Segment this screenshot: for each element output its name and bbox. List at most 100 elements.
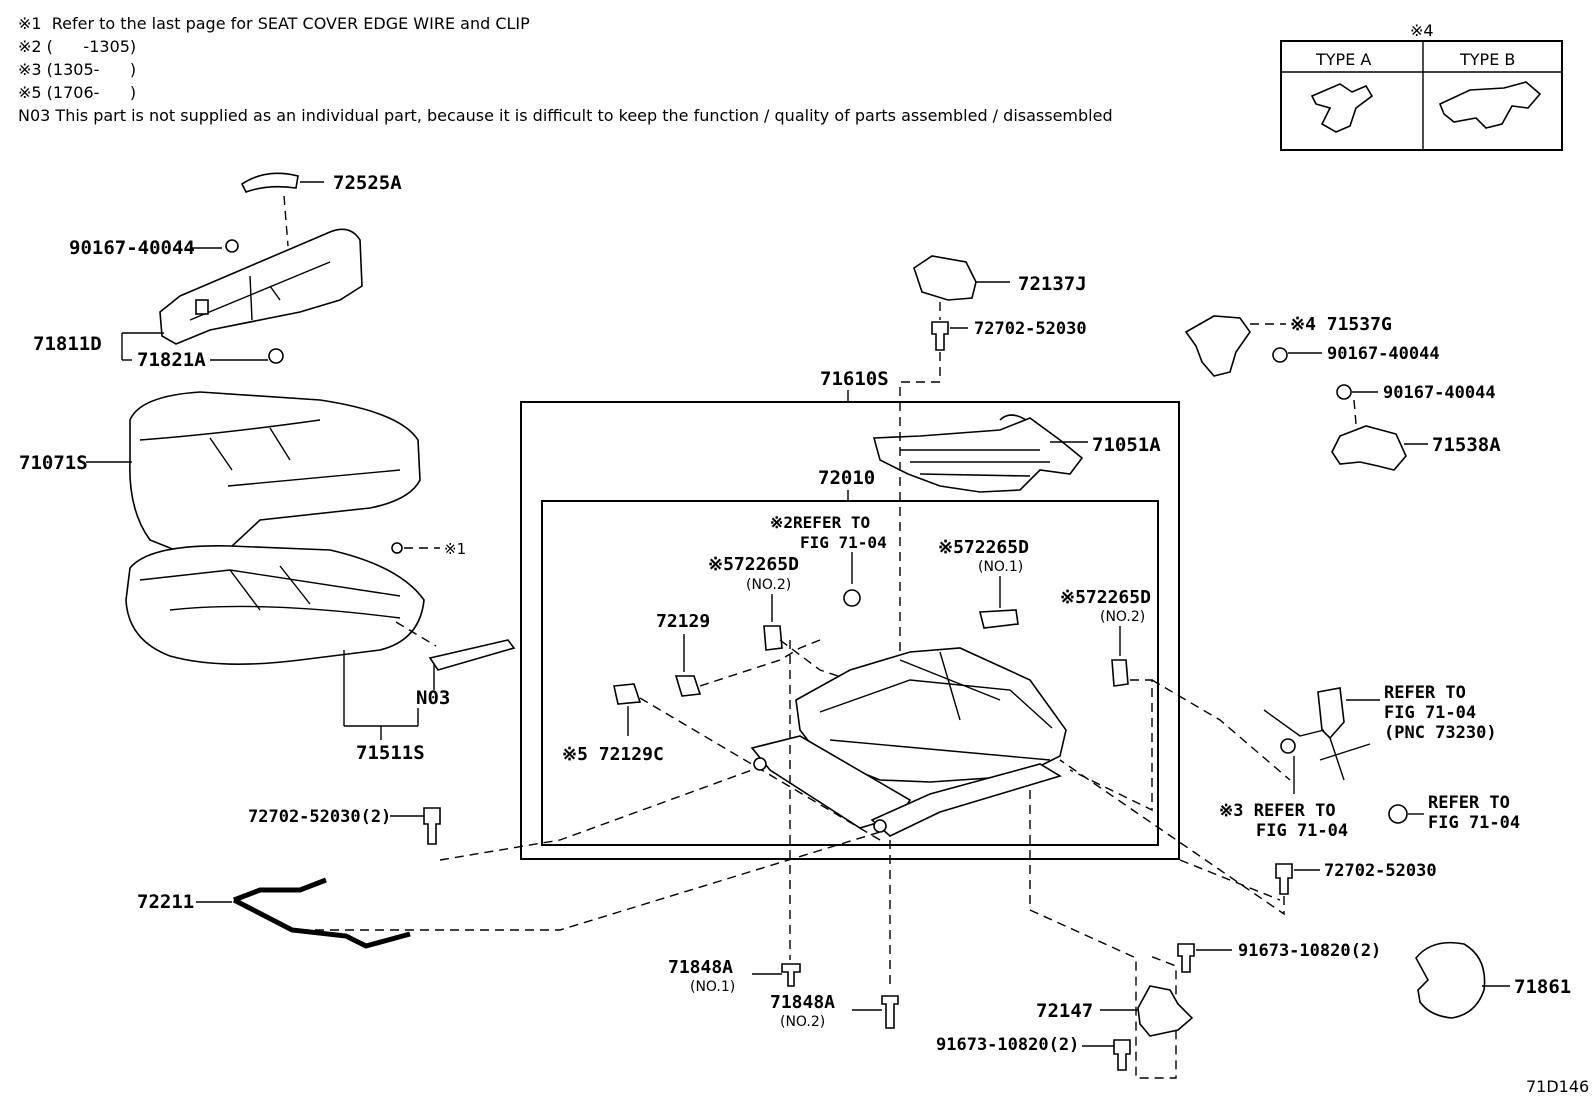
label-71071S: 71071S	[19, 452, 88, 474]
screw-icon	[1336, 384, 1352, 400]
label-90167-right1: 90167-40044	[1327, 344, 1440, 364]
label-71610S: 71610S	[820, 368, 889, 390]
label-90167-top-left: 90167-40044	[69, 237, 195, 259]
label-72702-right: 72702-52030	[1324, 861, 1437, 881]
clip-72265D-no1-icon	[978, 609, 1019, 629]
label-71821A: 71821A	[137, 349, 206, 371]
label-71811D: 71811D	[33, 333, 102, 355]
label-91673-a: 91673-10820(2)	[1238, 941, 1381, 961]
label-71861: 71861	[1514, 976, 1571, 998]
bracket-type-b-icon	[1438, 81, 1542, 129]
pin-71848A-no1-icon	[781, 963, 801, 987]
label-71051A: 71051A	[1092, 434, 1161, 456]
label-ref-belt-line2: FIG 71-04	[1384, 703, 1476, 723]
label-72265D-left: ※572265D	[708, 554, 799, 575]
bottom-hardware: 71848A (NO.1) 71848A (NO.2) 91673-10820(…	[668, 640, 1381, 1079]
note-3: ※3 (1305- )	[18, 60, 137, 79]
right-hardware: ※4 71537G 90167-40044 90167-40044 71538A…	[1059, 314, 1520, 916]
label-72265D-center: ※572265D	[938, 537, 1029, 558]
label-ref-nut-line2: FIG 71-04	[1428, 813, 1520, 833]
label-71848A-no2: 71848A	[770, 992, 835, 1013]
label-ref3-line1: ※3 REFER TO	[1219, 801, 1336, 821]
label-71537G: ※4 71537G	[1290, 314, 1392, 335]
label-ref-belt-line1: REFER TO	[1384, 683, 1466, 703]
note-n03: N03 This part is not supplied as an indi…	[18, 106, 1113, 125]
top-center-group: 72137J 72702-52030	[899, 255, 1087, 690]
label-ref2-line1: ※2REFER TO	[770, 513, 870, 532]
label-91673-b: 91673-10820(2)	[936, 1035, 1079, 1055]
label-ref3-line2: FIG 71-04	[1256, 821, 1348, 841]
bolt-icon	[423, 807, 441, 845]
label-72129: 72129	[656, 611, 710, 632]
screw-icon	[1272, 347, 1288, 363]
shield-group: 72525A 90167-40044 71811D 71821A	[33, 172, 402, 371]
label-72525A: 72525A	[333, 172, 402, 194]
knob-cover-72525A-icon	[240, 172, 299, 193]
bolt-icon	[1177, 943, 1195, 973]
bracket-type-a-icon	[1310, 83, 1374, 133]
nut-icon	[1388, 804, 1408, 824]
clip-72129C-icon	[613, 683, 642, 705]
label-72010: 72010	[818, 467, 875, 489]
label-ref-nut-line1: REFER TO	[1428, 793, 1510, 813]
seat-belt-buckle-icon	[1317, 687, 1345, 740]
seat-cushion-cover-71071S-icon	[129, 391, 421, 561]
clip-71821A-icon	[268, 348, 284, 364]
cover-72137J-icon	[913, 255, 977, 301]
label-72137J: 72137J	[1018, 273, 1087, 295]
note-5: ※5 (1706- )	[18, 83, 137, 102]
legend-mark: ※4	[1410, 21, 1434, 40]
clip-72129-icon	[674, 675, 702, 697]
label-72265D-center-no: (NO.1)	[978, 559, 1023, 575]
figure-code: 71D146	[1526, 1077, 1589, 1096]
bracket-71538A-icon	[1331, 425, 1407, 471]
pin-71848A-no2-icon	[881, 995, 899, 1029]
label-N03: N03	[416, 687, 450, 709]
bolt-icon	[1275, 863, 1293, 895]
bushing-icon	[843, 589, 861, 607]
label-note1: ※1	[444, 540, 466, 558]
assembly-outer-box	[520, 401, 1180, 860]
seat-cushion-group: 71071S ※1 N03 71511S	[19, 391, 516, 764]
legend-box	[1280, 40, 1563, 151]
label-71848A-no1-sub: (NO.1)	[690, 979, 735, 995]
rod-72211-icon	[232, 877, 411, 949]
bolt-icon	[1113, 1039, 1131, 1071]
cover-71861-group: 71861	[1415, 941, 1571, 1019]
shield-71811D-icon	[159, 228, 363, 345]
note-1: ※1 Refer to the last page for SEAT COVER…	[18, 14, 530, 33]
label-72702-top: 72702-52030	[974, 319, 1087, 339]
assembly-inner-box	[541, 500, 1159, 846]
label-90167-right2: 90167-40044	[1383, 383, 1496, 403]
label-ref-belt-line3: (PNC 73230)	[1384, 723, 1497, 743]
spring-71051A-icon	[872, 414, 1084, 493]
note-2: ※2 ( -1305)	[18, 37, 137, 56]
label-71848A-no1: 71848A	[668, 957, 733, 978]
label-72265D-right: ※572265D	[1060, 587, 1151, 608]
rail-right-icon	[870, 763, 1062, 837]
clip-72265D-no2-right-icon	[1111, 659, 1129, 687]
bracket-N03-icon	[428, 639, 516, 671]
screw-icon	[225, 239, 239, 253]
cover-71861-icon	[1415, 941, 1486, 1019]
adjuster-assembly: 71610S 71051A 72010 ※2REFER TO FIG 71-04…	[520, 368, 1180, 860]
label-72265D-right-no: (NO.2)	[1100, 609, 1145, 625]
label-72265D-left-no: (NO.2)	[746, 577, 791, 593]
label-71848A-no2-sub: (NO.2)	[780, 1014, 825, 1030]
label-72211: 72211	[137, 891, 194, 913]
label-72147: 72147	[1036, 1000, 1093, 1022]
bracket-71537G-icon	[1184, 315, 1251, 377]
label-72702-x2: 72702-52030(2)	[248, 807, 391, 827]
clip-72265D-no2-left-icon	[763, 625, 783, 651]
washer-icon	[1280, 738, 1296, 754]
seat-cushion-pad-71511S-icon	[125, 545, 425, 665]
legend-type-a: TYPE A	[1315, 50, 1371, 69]
label-72129C: ※5 72129C	[562, 744, 664, 765]
legend-type-b: TYPE B	[1459, 50, 1515, 69]
label-71511S: 71511S	[356, 742, 425, 764]
left-hardware: 72702-52030(2) 72211	[137, 769, 881, 949]
label-ref2-line2: FIG 71-04	[800, 533, 887, 552]
bracket-72147-icon	[1137, 985, 1194, 1037]
label-71538A: 71538A	[1432, 434, 1501, 456]
